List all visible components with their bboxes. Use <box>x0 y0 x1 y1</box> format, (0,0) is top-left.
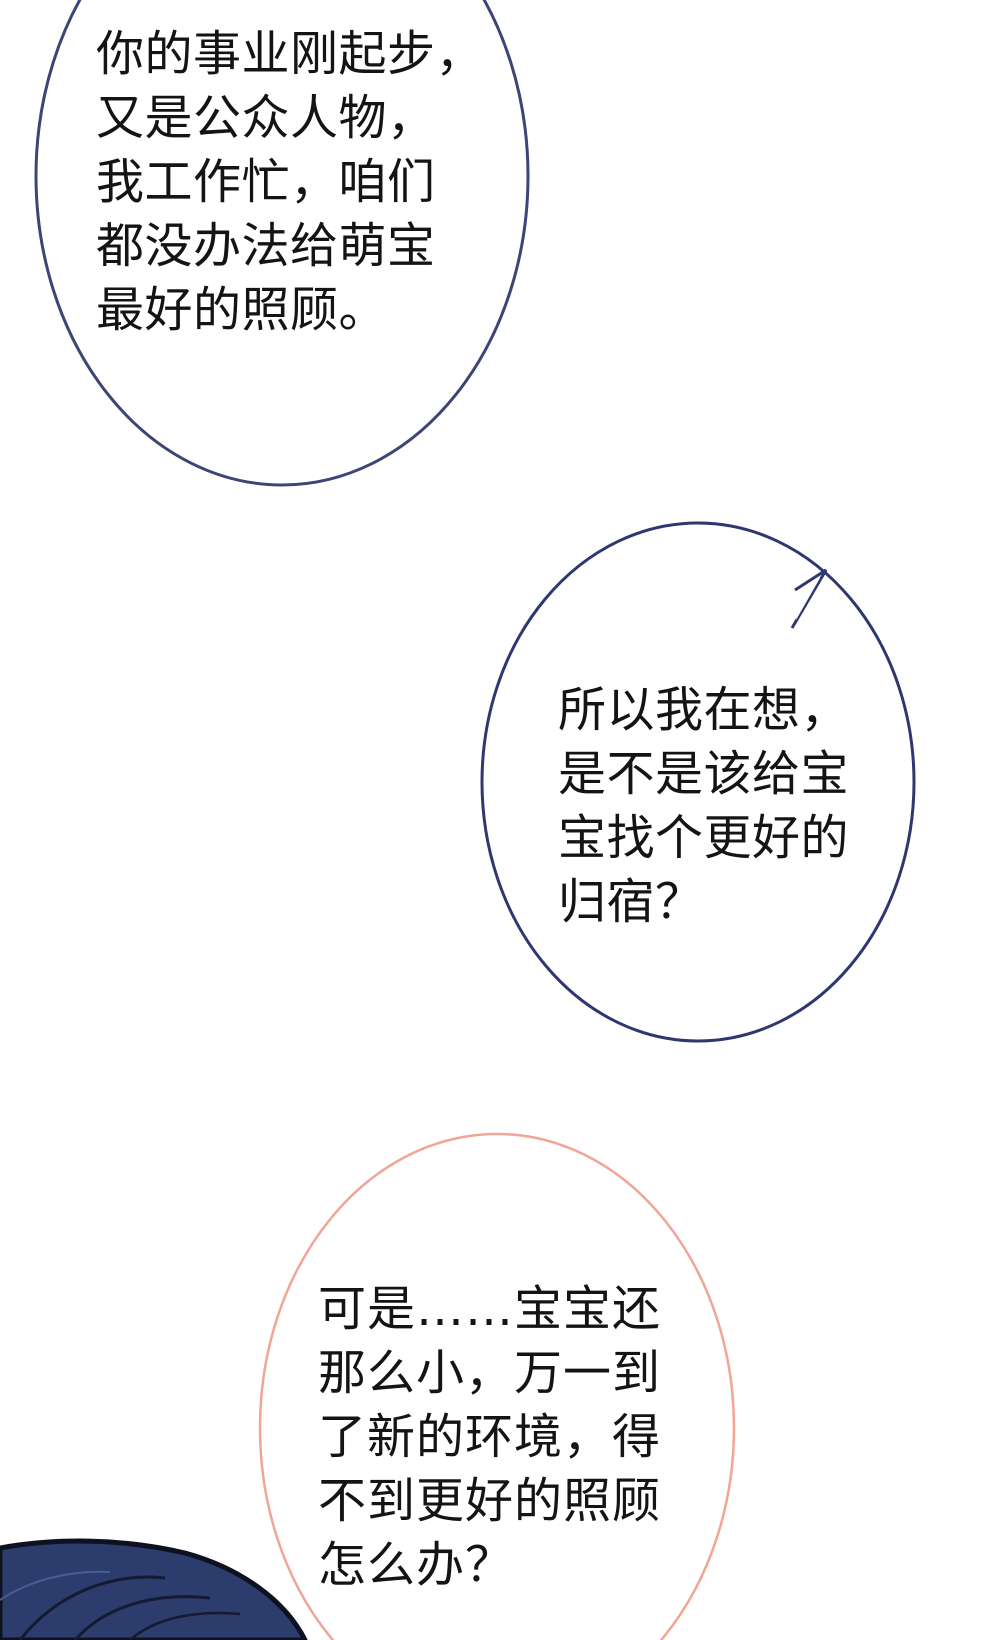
speech-line: 都没办法给萌宝 <box>96 218 436 274</box>
speech-text-1: 你的事业刚起步， 又是公众人物， 我工作忙，咱们 都没办法给萌宝 最好的照顾。 <box>96 22 484 342</box>
speech-line: 了新的环境，得 <box>318 1409 662 1465</box>
speech-text-2: 所以我在想， 是不是该给宝 宝找个更好的 归宿？ <box>558 678 849 934</box>
speech-bubble-1 <box>34 0 530 487</box>
speech-bubble-3 <box>258 1132 736 1640</box>
speech-line: 最好的照顾。 <box>96 282 388 338</box>
speech-text-3: 可是……宝宝还 那么小，万一到 了新的环境，得 不到更好的照顾 怎么办？ <box>318 1277 661 1597</box>
speech-line: 宝找个更好的 <box>558 810 850 866</box>
speech-line: 归宿？ <box>558 874 704 930</box>
speech-line: 你的事业刚起步， <box>96 26 485 82</box>
speech-line: 又是公众人物， <box>96 90 436 146</box>
speech-line: 那么小，万一到 <box>318 1345 662 1401</box>
speech-line: 我工作忙，咱们 <box>96 154 436 210</box>
speech-line: 是不是该给宝 <box>558 746 850 802</box>
character-hair <box>0 1538 308 1640</box>
speech-line: 所以我在想， <box>558 682 850 738</box>
speech-bubble-2-tail <box>790 568 828 629</box>
speech-line: 不到更好的照顾 <box>318 1473 662 1529</box>
speech-bubble-2 <box>480 521 916 1043</box>
speech-line: 可是……宝宝还 <box>318 1281 662 1337</box>
speech-line: 怎么办？ <box>318 1537 515 1593</box>
